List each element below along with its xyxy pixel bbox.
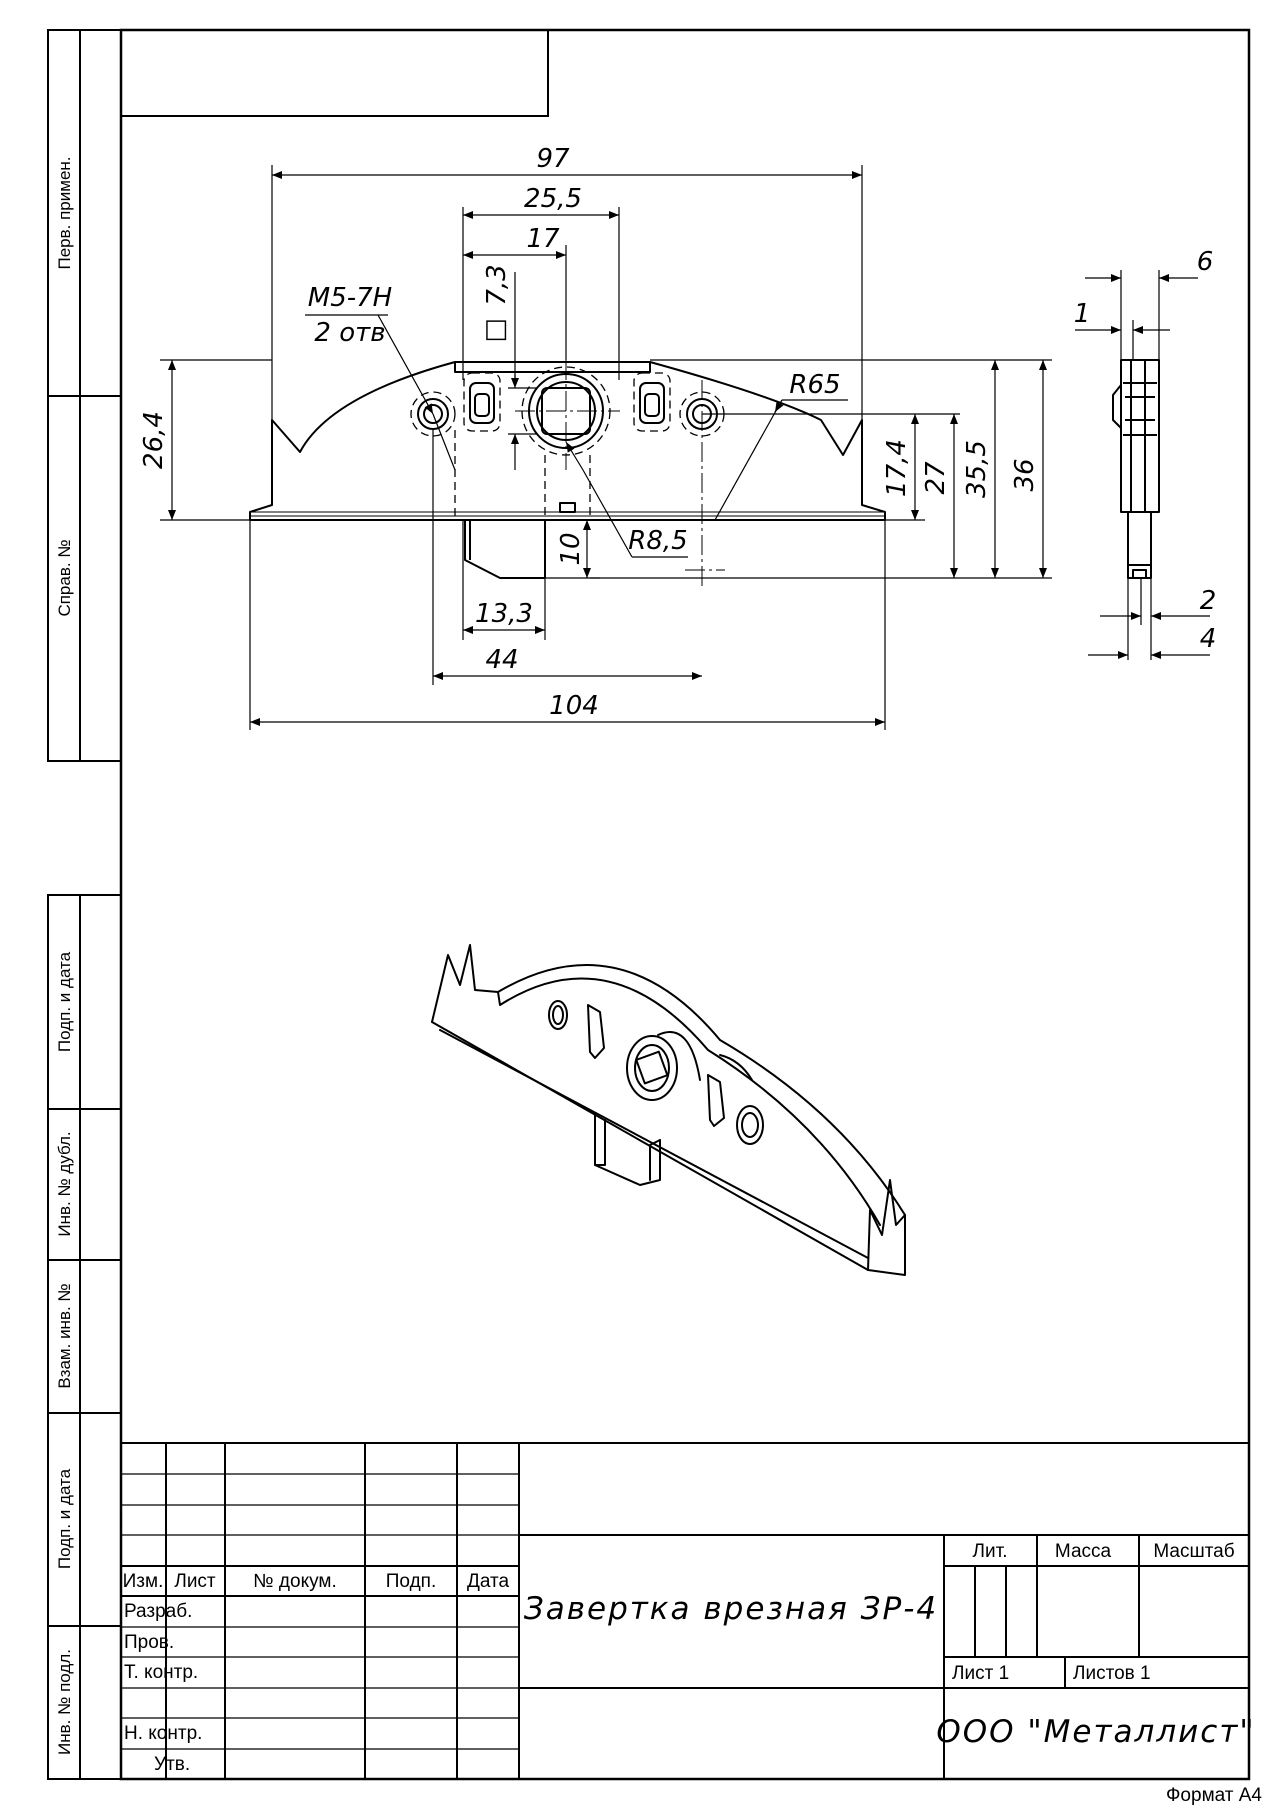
dim-35-5: 35,5: [962, 440, 992, 498]
dim-27: 27: [921, 461, 951, 495]
label-podp-data-1: Подп. и дата: [55, 951, 74, 1052]
dim-r65: R65: [789, 370, 840, 400]
label-podp-data-2: Подп. и дата: [55, 1468, 74, 1569]
side-stamp-strip: [47, 29, 122, 1780]
center-lines: [515, 360, 725, 590]
label-listov-1: Листов 1: [1073, 1663, 1151, 1684]
role-t-kontr: Т. контр.: [124, 1662, 198, 1683]
title-block-grid: [121, 1442, 1249, 1779]
side-view: [1112, 359, 1160, 579]
header-podp: Подп.: [386, 1571, 436, 1592]
dim-13-3: 13,3: [475, 599, 533, 629]
header-dokum: № докум.: [253, 1571, 336, 1592]
sheet-frame: [119, 28, 1251, 1781]
label-sprav-no: Справ. №: [55, 539, 74, 616]
label-inv-dubl: Инв. № дубл.: [55, 1131, 74, 1236]
dim-10: 10: [556, 532, 586, 565]
isometric-view: [431, 944, 906, 1276]
dimension-lines: [160, 165, 1052, 730]
slot-left: [469, 382, 495, 424]
dim-97: 97: [536, 144, 570, 174]
role-prov: Пров.: [124, 1632, 174, 1653]
drawing-title: Завертка врезная ЗР-4: [524, 1591, 938, 1627]
dim-25-5: 25,5: [524, 184, 582, 214]
label-lit: Лит.: [973, 1541, 1008, 1562]
label-list-1: Лист 1: [952, 1663, 1009, 1684]
dim-r8-5: R8,5: [628, 526, 687, 556]
slot-right: [639, 382, 665, 424]
mounting-hole-left: [417, 398, 449, 430]
label-massa: Масса: [1055, 1541, 1112, 1562]
header-izm: Изм.: [123, 1571, 164, 1592]
thread-label: M5-7H: [308, 283, 392, 313]
role-n-kontr: Н. контр.: [124, 1723, 202, 1744]
dim-6: 6: [1197, 247, 1214, 277]
tongue: [464, 520, 546, 579]
company-name: ООО "Металлист": [936, 1714, 1255, 1750]
dim-17-4: 17,4: [882, 439, 912, 497]
dim-26-4: 26,4: [139, 411, 169, 469]
side-view-dims: [1075, 270, 1210, 660]
dim-44: 44: [485, 645, 518, 675]
dimension-texts: 97 25,5 17 7,3 □ M5-7H 2 отв R65 R8,5 26…: [139, 144, 1040, 721]
front-outline: [249, 361, 886, 521]
square-symbol: □: [484, 314, 509, 344]
header-list: Лист: [174, 1571, 216, 1592]
dim-4: 4: [1200, 624, 1217, 654]
format-label: Формат А4: [1165, 1785, 1262, 1806]
dim-1: 1: [1074, 299, 1091, 329]
dim-104: 104: [549, 691, 599, 721]
title-block-texts: Изм. Лист № докум. Подп. Дата Разраб. Пр…: [123, 1541, 1255, 1775]
dim-17: 17: [526, 224, 560, 254]
role-razrab: Разраб.: [124, 1601, 192, 1622]
dim-36: 36: [1010, 458, 1040, 491]
role-utv: Утв.: [154, 1754, 190, 1775]
label-masshtab: Масштаб: [1153, 1541, 1234, 1562]
header-data: Дата: [467, 1571, 510, 1592]
label-perv-primen: Перв. примен.: [55, 156, 74, 269]
label-vzam-inv: Взам. инв. №: [55, 1283, 74, 1388]
thread-count-label: 2 отв: [314, 318, 385, 348]
dim-7-3: 7,3: [482, 264, 512, 305]
dim-2: 2: [1200, 586, 1217, 616]
label-inv-podl: Инв. № подл.: [55, 1649, 74, 1755]
